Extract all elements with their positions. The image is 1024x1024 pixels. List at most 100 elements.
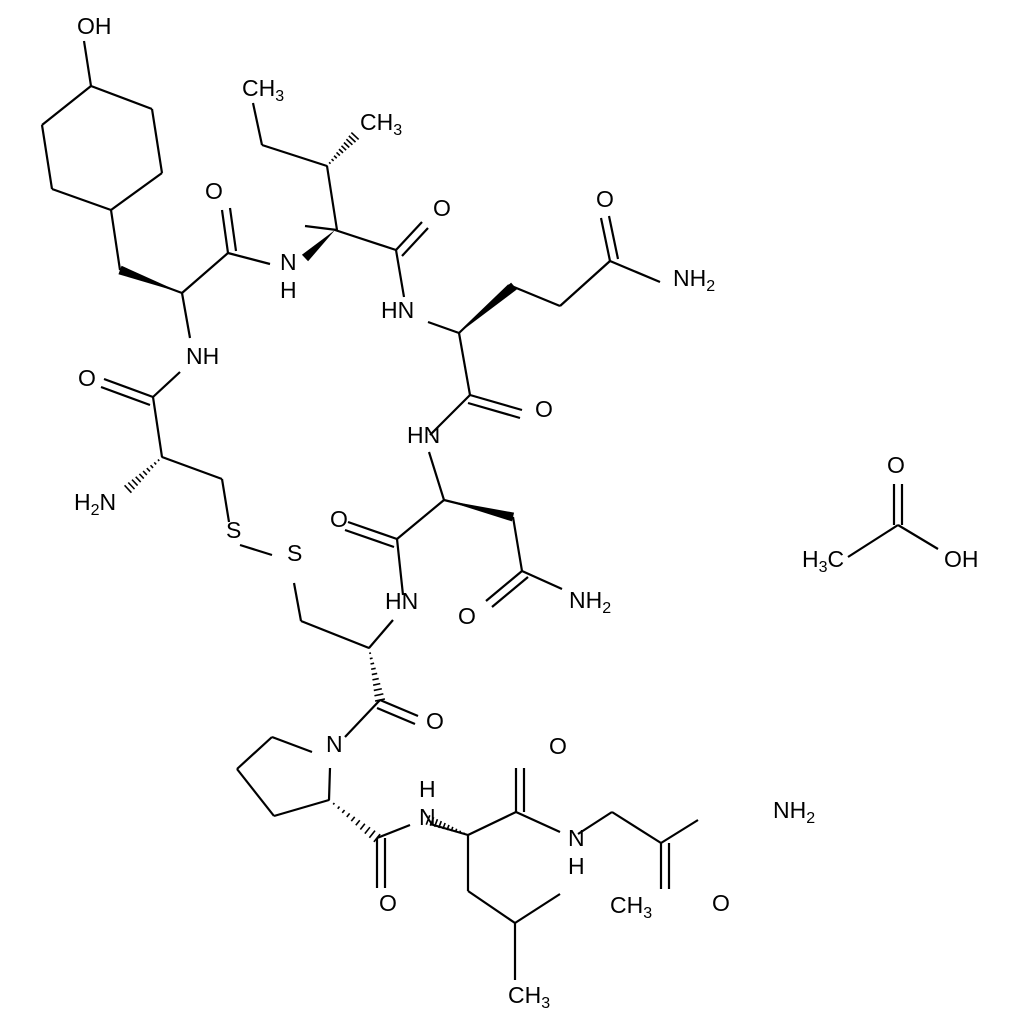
atom-label-ch3-ile-1: CH3 (242, 75, 284, 105)
hash-bond (326, 132, 360, 167)
atom-label-oh-acetic: OH (944, 546, 979, 572)
wedge-bond (118, 265, 182, 293)
double-bond-line (103, 377, 154, 399)
bond-line (304, 224, 338, 232)
atom-label-h-leu: H (419, 776, 436, 802)
bond-line (577, 811, 613, 835)
bond-line (394, 249, 406, 298)
double-bond-line (469, 393, 523, 412)
atom-label-h3c-acetic: H3C (802, 546, 844, 576)
bond-line (236, 736, 273, 770)
bond-line (427, 320, 460, 335)
bond-line (227, 251, 271, 266)
bond-line (151, 396, 164, 458)
atom-label-ch3-ile-2: CH3 (360, 109, 402, 139)
atom-label-nh-tyr: NH (186, 343, 219, 369)
bond-line (344, 699, 381, 738)
bond-line (261, 143, 328, 168)
bond-line (427, 451, 446, 501)
atom-label-o-gln: O (535, 396, 553, 422)
atom-label-o-cys1: O (78, 365, 96, 391)
bond-line (514, 893, 561, 924)
bond-line (429, 394, 471, 436)
bond-line (51, 187, 112, 212)
bond-line (109, 209, 122, 271)
bond-line (41, 85, 92, 126)
atom-label-n-gly: N (568, 825, 585, 851)
bond-line (220, 478, 231, 523)
bond-line (847, 524, 899, 558)
atom-label-o-tyr: O (205, 178, 223, 204)
bond-line (239, 543, 273, 557)
double-bond-line (485, 570, 523, 602)
atom-label-o-asn: O (330, 506, 348, 532)
bond-line (515, 810, 561, 834)
atom-label-n-pro: N (326, 731, 343, 757)
hash-bond (328, 799, 381, 843)
bond-line (90, 84, 153, 111)
atom-label-ch3-leu-1: CH3 (610, 892, 652, 922)
atom-label-o-leu: O (549, 733, 567, 759)
bond-line (273, 798, 330, 818)
atom-label-hn-asn: HN (407, 422, 440, 448)
atom-label-n-leu: N (419, 804, 436, 830)
bond-line (396, 499, 445, 540)
atom-label-ch3-leu-2: CH3 (508, 982, 550, 1012)
wedge-bond (459, 282, 517, 333)
double-bond-line (467, 401, 521, 420)
bond-line (395, 538, 405, 596)
atom-label-o-gly: O (712, 890, 730, 916)
double-bond-line (376, 706, 416, 726)
double-bond-line (401, 227, 429, 257)
bond-line (292, 582, 303, 622)
bond-line (40, 124, 54, 190)
atom-label-o-cys6: O (426, 708, 444, 734)
double-bond-line (379, 698, 419, 718)
bond-line (150, 108, 164, 174)
atom-label-hn-cys6: HN (385, 588, 418, 614)
bond-line (609, 259, 661, 284)
bond-line (251, 102, 264, 146)
hash-bond (123, 456, 163, 494)
double-bond-line (228, 207, 238, 252)
atom-label-nh-ile: N (280, 249, 297, 275)
double-bond-line (347, 520, 398, 541)
bond-line (457, 332, 472, 396)
hash-bond (425, 815, 469, 836)
double-bond-line (220, 209, 230, 254)
double-bond-line (344, 528, 395, 549)
double-bond-line (607, 215, 620, 260)
atom-label-o-gln-side: O (596, 186, 614, 212)
wedge-bond (301, 230, 335, 262)
atom-label-hn-gln: HN (381, 297, 414, 323)
bond-line (511, 516, 524, 572)
atom-label-nh2-asn: NH2 (569, 587, 611, 617)
bond-line (110, 172, 163, 211)
atom-label-o-asn-side: O (458, 603, 476, 629)
bond-line (467, 811, 517, 836)
bond-line (82, 40, 93, 87)
stereo-wedge-bonds (118, 230, 517, 522)
bond-line (236, 768, 275, 817)
bond-line (152, 371, 181, 398)
hash-bond (368, 647, 386, 702)
atom-label-o-acetic: O (887, 452, 905, 478)
atom-label-h-gly: H (568, 853, 585, 879)
atom-label-o-ile: O (433, 195, 451, 221)
bond-line (327, 767, 332, 801)
bond-line (325, 165, 339, 231)
bond-line (334, 228, 397, 252)
bond-line (897, 524, 939, 550)
stereo-hash-bonds (123, 132, 469, 843)
atom-label-nh2-gln: NH2 (673, 265, 715, 295)
bond-line (368, 619, 394, 649)
atom-label-s2: S (287, 540, 302, 566)
bond-line (508, 283, 561, 308)
bond-line (429, 822, 469, 837)
bond-line (180, 292, 192, 339)
bond-line (271, 735, 313, 754)
bond-line (521, 569, 563, 591)
bond-line (559, 260, 611, 307)
